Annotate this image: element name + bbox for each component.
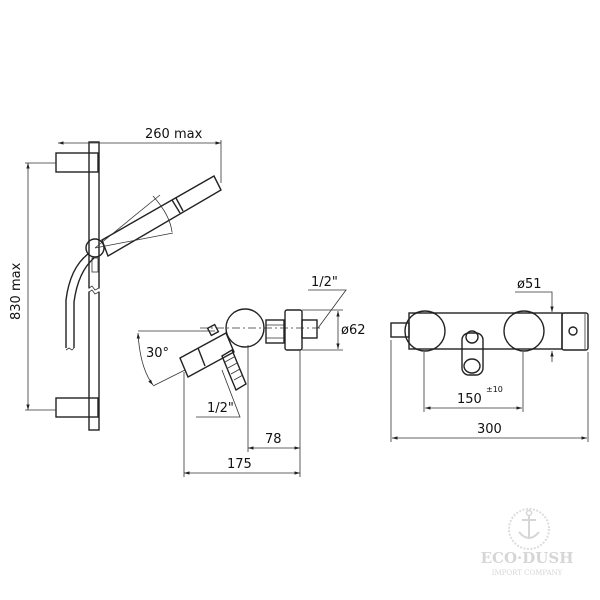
shower-hose bbox=[65, 253, 95, 348]
swivel-joint bbox=[85, 238, 105, 258]
watermark-logo: ECO·DUSH IMPORT COMPANY bbox=[481, 508, 574, 577]
outlet-nipple bbox=[221, 348, 247, 392]
hand-shower bbox=[94, 175, 222, 258]
mixer-front-view: ø51 150 ±10 300 bbox=[390, 277, 589, 442]
anchor-icon bbox=[508, 508, 550, 550]
width-dimension: 300 bbox=[477, 422, 502, 437]
width-dimension: 260 max bbox=[145, 127, 203, 142]
centers-tolerance: ±10 bbox=[486, 385, 503, 394]
bottom-bracket bbox=[55, 397, 99, 418]
watermark-brand: ECO·DUSH bbox=[481, 549, 574, 567]
inlet-thread-label: 1/2" bbox=[311, 275, 338, 290]
outlet-thread-label: 1/2" bbox=[207, 401, 234, 416]
nut bbox=[265, 319, 285, 344]
right-knob bbox=[503, 310, 545, 352]
thermostat-cap bbox=[561, 312, 589, 351]
spout bbox=[461, 332, 484, 376]
mixer-side-view: 30° 1/2" 1/2" ø62 78 175 bbox=[136, 275, 366, 477]
knob-diameter: ø51 bbox=[517, 277, 542, 292]
total-depth-dimension: 175 bbox=[227, 457, 252, 472]
angle-label: 30° bbox=[146, 346, 169, 361]
left-knob bbox=[404, 310, 446, 352]
mixer-handle bbox=[179, 332, 235, 378]
slide-rail bbox=[88, 141, 100, 431]
escutcheon-diameter: ø62 bbox=[341, 323, 366, 338]
watermark-tagline: IMPORT COMPANY bbox=[492, 569, 563, 577]
short-depth-dimension: 78 bbox=[265, 432, 282, 447]
inlet-pipe bbox=[301, 319, 318, 339]
height-dimension: 830 max bbox=[9, 262, 24, 320]
top-bracket bbox=[55, 152, 99, 173]
escutcheon bbox=[284, 309, 303, 351]
centers-dimension: 150 bbox=[457, 392, 482, 407]
shower-rail-view: 260 max 830 max bbox=[9, 127, 222, 431]
